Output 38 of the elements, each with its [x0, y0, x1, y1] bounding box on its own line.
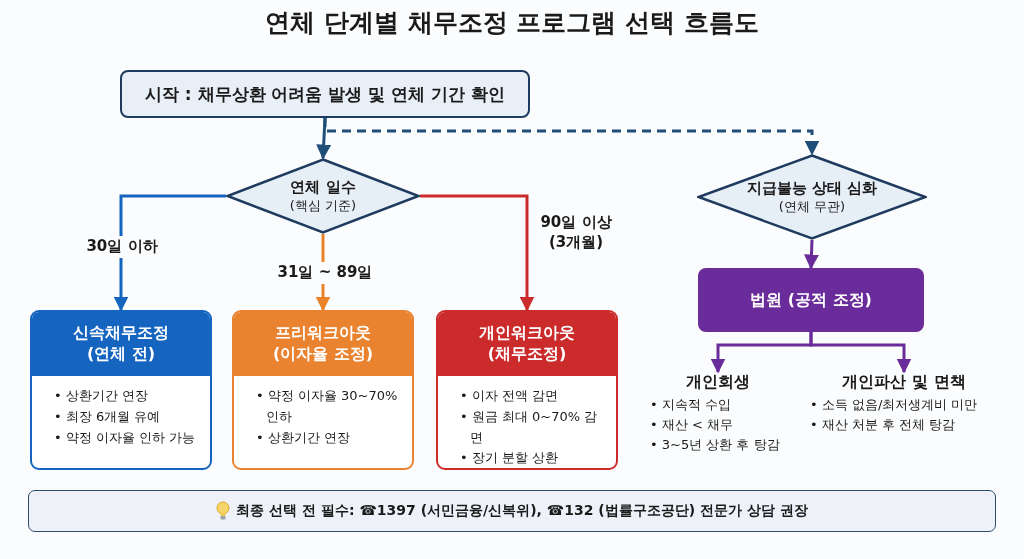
- decision-diamond: [697, 154, 927, 240]
- diamond-label: 지급불능 상태 심화: [746, 178, 878, 198]
- decision-diamond: [226, 158, 420, 234]
- bullet-item: • 상환기간 연장: [54, 387, 149, 405]
- arrow: [420, 194, 535, 312]
- program-card: [232, 310, 414, 470]
- bullet-item: • 이자 전액 감면: [460, 387, 560, 405]
- option-heading: 개인회생: [685, 372, 751, 393]
- bullet-item: • 3~5년 상환 후 탕감: [650, 436, 781, 455]
- bullet-item: • 재산 처분 후 전체 탕감: [810, 416, 957, 435]
- bullet-item: • 지속적 수입: [650, 396, 732, 414]
- arrow: [316, 117, 332, 160]
- program-card: [30, 310, 212, 470]
- bullet-item: • 재산 < 채무: [650, 416, 734, 435]
- arrow: [809, 332, 912, 374]
- arrow: [113, 194, 226, 312]
- bullet-item: • 약정 이자율 30~70% 인하: [256, 387, 399, 426]
- bullet-item: • 약정 이자율 인하 가능: [54, 428, 197, 447]
- arrow: [804, 239, 819, 270]
- note-banner: [28, 490, 996, 532]
- program-card: [436, 310, 618, 470]
- arrow: [323, 118, 820, 156]
- diamond-subtext: (핵심 기준): [289, 196, 357, 215]
- bullet-item: • 소득 없음/최저생계비 미만: [810, 396, 979, 414]
- diagram-title: 연체 단계별 채무조정 프로그램 선택 흐름도: [264, 7, 760, 39]
- bullet-item: • 장기 분할 상환: [460, 449, 560, 468]
- diamond-label: 연체 일수: [290, 177, 356, 197]
- bullet-item: • 상환기간 연장: [256, 428, 351, 447]
- card-heading: 개인워크아웃 (채무조정): [438, 312, 616, 376]
- start-box: 시작 : 채무상환 어려움 발생 및 연체 기간 확인: [120, 70, 530, 118]
- option-heading: 개인파산 및 면책: [841, 372, 967, 393]
- card-heading: 신속채무조정 (연체 전): [32, 312, 210, 376]
- card-heading: 프리워크아웃 (이자율 조정): [234, 312, 412, 376]
- note-text: 최종 선택 전 필수: ☎1397 (서민금융/신복위), ☎132 (법률구조공단) 전문가 상담 권장: [236, 502, 808, 520]
- bullet-item: • 원금 최대 0~70% 감면: [460, 407, 599, 447]
- bullet-item: • 최장 6개월 유예: [54, 407, 162, 426]
- diamond-subtext: (연체 무관): [778, 197, 846, 216]
- process-box: 법원 (공적 조정): [698, 268, 924, 332]
